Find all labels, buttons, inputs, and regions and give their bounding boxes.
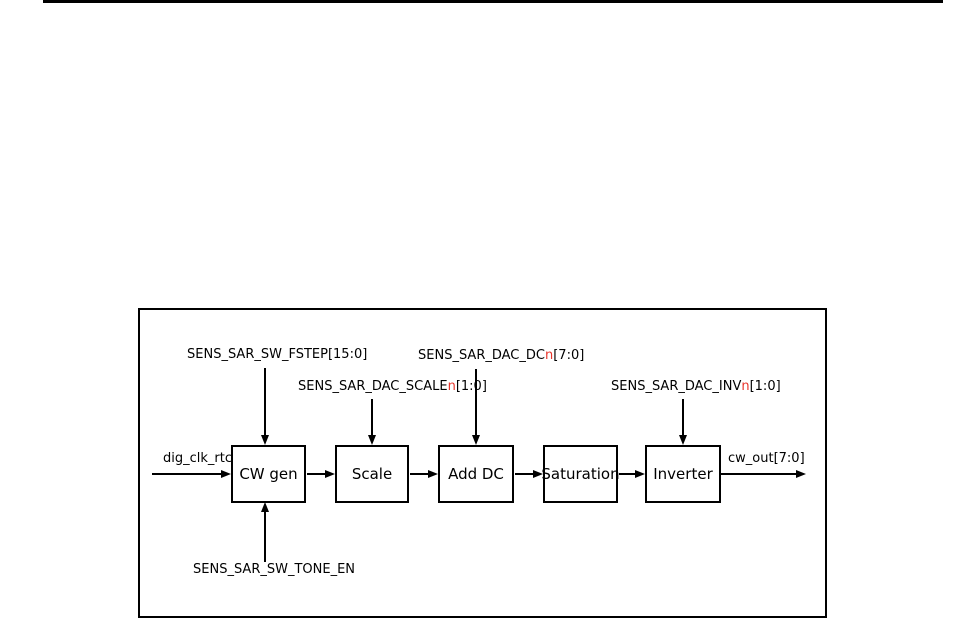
block-label: Inverter bbox=[653, 465, 713, 483]
signal-red-char: n bbox=[447, 379, 456, 394]
signal-text: SENS_SAR_DAC_SCALE bbox=[298, 379, 448, 394]
connector-line-adddc-saturation bbox=[515, 473, 533, 475]
block-label: Scale bbox=[351, 465, 393, 483]
block-cw-gen: CW gen bbox=[231, 445, 306, 503]
block-label: Add DC bbox=[448, 465, 504, 483]
signal-text: SENS_SAR_DAC_INV bbox=[611, 379, 742, 394]
arrowhead-down-icon bbox=[261, 435, 269, 445]
signal-bus-range: [15:0] bbox=[327, 347, 368, 362]
arrowhead-down-icon bbox=[679, 435, 687, 445]
block-scale: Scale bbox=[335, 445, 409, 503]
arrowhead-right-icon bbox=[796, 470, 806, 478]
block-add-dc: Add DC bbox=[438, 445, 514, 503]
connector-line-scale-adddc bbox=[410, 473, 428, 475]
connector-line-dac-scale bbox=[371, 399, 373, 435]
arrowhead-right-icon bbox=[635, 470, 645, 478]
signal-bus-range: [1:0] bbox=[749, 379, 781, 394]
connector-line-dac-dc bbox=[475, 369, 477, 435]
arrowhead-right-icon bbox=[428, 470, 438, 478]
signal-bus-range: [1:0] bbox=[455, 379, 487, 394]
connector-line-cwgen-scale bbox=[307, 473, 325, 475]
block-saturation: Saturation bbox=[541, 445, 620, 503]
signal-red-char: n bbox=[741, 379, 750, 394]
signal-text: SENS_SAR_DAC_DC bbox=[418, 348, 545, 363]
connector-line-dac-inv bbox=[682, 399, 684, 435]
connector-line-tone-en bbox=[264, 512, 266, 562]
connector-line-input bbox=[152, 473, 222, 475]
arrowhead-right-icon bbox=[325, 470, 335, 478]
connector-line-output bbox=[721, 473, 796, 475]
signal-label-dac-scale: SENS_SAR_DAC_SCALEn[1:0] bbox=[298, 380, 487, 394]
arrowhead-right-icon bbox=[221, 470, 231, 478]
signal-label-fstep: SENS_SAR_SW_FSTEP[15:0] bbox=[187, 348, 367, 362]
page-header-rule bbox=[43, 0, 943, 3]
signal-label-tone-en: SENS_SAR_SW_TONE_EN bbox=[193, 563, 355, 577]
signal-red-char: n bbox=[544, 348, 554, 363]
output-label: cw_out[7:0] bbox=[728, 451, 805, 466]
signal-text: SENS_SAR_SW_TONE_EN bbox=[193, 562, 356, 577]
block-label: Saturation bbox=[541, 465, 620, 483]
arrowhead-up-icon bbox=[261, 502, 269, 512]
connector-line-fstep bbox=[264, 368, 266, 435]
arrowhead-down-icon bbox=[368, 435, 376, 445]
block-label: CW gen bbox=[239, 465, 298, 483]
arrowhead-right-icon bbox=[533, 470, 543, 478]
connector-line-saturation-inverter bbox=[619, 473, 635, 475]
signal-label-dac-inv: SENS_SAR_DAC_INVn[1:0] bbox=[611, 380, 781, 394]
block-inverter: Inverter bbox=[645, 445, 721, 503]
arrowhead-down-icon bbox=[472, 435, 480, 445]
clock-input-label: dig_clk_rtc bbox=[163, 451, 232, 466]
signal-text: SENS_SAR_SW_FSTEP bbox=[187, 347, 328, 362]
signal-label-dac-dc: SENS_SAR_DAC_DCn[7:0] bbox=[418, 349, 584, 363]
signal-bus-range: [7:0] bbox=[553, 348, 585, 363]
